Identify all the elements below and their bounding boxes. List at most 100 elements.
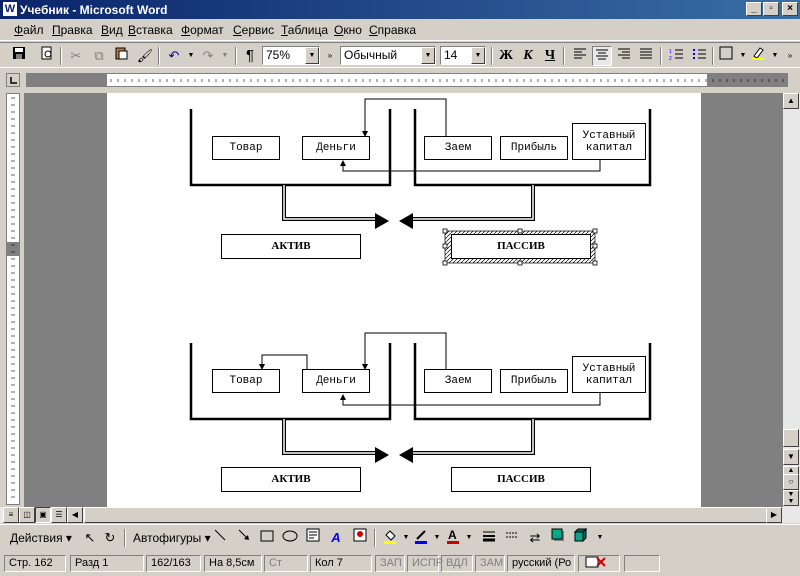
box-money-2[interactable]: Деньги xyxy=(302,369,370,393)
title-bar[interactable]: W Учебник - Microsoft Word _ ▫ × xyxy=(0,0,800,19)
box-loan-2[interactable]: Заем xyxy=(424,369,492,393)
arrow-style-icon[interactable]: ⇄ xyxy=(529,530,541,545)
normal-view-icon[interactable]: ≡ xyxy=(3,507,19,523)
justify-icon[interactable] xyxy=(636,46,656,66)
pilcrow-icon[interactable]: ¶ xyxy=(245,47,255,64)
assets-label[interactable]: АКТИВ xyxy=(221,234,361,259)
wordart-icon[interactable]: A xyxy=(331,530,341,545)
status-record[interactable]: ЗАП xyxy=(375,555,405,572)
close-button[interactable]: × xyxy=(782,2,798,16)
redo-icon[interactable]: ↷ xyxy=(202,48,214,63)
next-page-icon[interactable]: ▼▼ xyxy=(783,490,799,506)
scroll-down-icon[interactable]: ▼ xyxy=(783,449,799,465)
scroll-left-icon[interactable]: ◀ xyxy=(67,507,83,523)
liabilities-label-2[interactable]: ПАССИВ xyxy=(451,467,591,492)
underline-button[interactable]: Ч xyxy=(544,48,556,63)
line-color-icon[interactable] xyxy=(411,528,431,548)
italic-button[interactable]: К xyxy=(523,48,533,63)
horizontal-scrollbar[interactable]: ≡ ◫ ▣ ☰ ◀ ▶ xyxy=(0,507,800,523)
highlight-icon[interactable] xyxy=(748,46,768,66)
borders-icon[interactable] xyxy=(716,46,736,66)
undo-icon[interactable]: ↶ xyxy=(168,48,180,63)
outline-view-icon[interactable]: ☰ xyxy=(51,507,67,523)
box-authorized-capital-2[interactable]: Уставный капитал xyxy=(572,356,646,393)
box-loan[interactable]: Заем xyxy=(424,136,492,160)
tab-selector-icon[interactable] xyxy=(6,73,20,87)
web-layout-icon[interactable]: ◫ xyxy=(19,507,35,523)
toolbar-more-icon[interactable]: » xyxy=(787,51,793,60)
menu-window[interactable]: Окно xyxy=(334,23,362,37)
align-right-icon[interactable] xyxy=(614,46,634,66)
scroll-thumb[interactable] xyxy=(783,429,799,447)
copy-icon[interactable]: ⧉ xyxy=(94,48,104,63)
horizontal-scroll-thumb[interactable] xyxy=(84,507,774,523)
save-icon[interactable] xyxy=(9,46,29,66)
print-layout-icon[interactable]: ▣ xyxy=(35,507,51,523)
vertical-ruler[interactable] xyxy=(6,93,20,505)
chevron-down-icon[interactable]: ▼ xyxy=(421,47,435,64)
cut-icon[interactable]: ✂ xyxy=(70,48,82,63)
line-style-icon[interactable] xyxy=(479,528,499,548)
undo-dropdown-icon[interactable]: ▼ xyxy=(187,52,195,59)
insert-clipart-icon[interactable] xyxy=(350,528,370,548)
align-left-icon[interactable] xyxy=(570,46,590,66)
scroll-up-icon[interactable]: ▲ xyxy=(783,93,799,109)
align-center-icon[interactable] xyxy=(592,46,612,66)
dash-style-icon[interactable] xyxy=(502,528,522,548)
toolbar-options-icon[interactable]: » xyxy=(327,51,333,60)
autoshapes-menu[interactable]: Автофигуры ▾ xyxy=(133,531,211,545)
highlight-dropdown-icon[interactable]: ▼ xyxy=(771,52,779,59)
font-size-select[interactable]: 14 ▼ xyxy=(440,46,486,65)
text-box-icon[interactable] xyxy=(303,528,323,548)
minimize-button[interactable]: _ xyxy=(746,2,762,16)
menu-file[interactable]: Файл xyxy=(14,23,44,37)
status-language[interactable]: русский (Ро xyxy=(507,555,575,572)
fill-color-icon[interactable] xyxy=(380,528,400,548)
font-color-dropdown-icon[interactable]: ▼ xyxy=(465,534,473,541)
print-preview-icon[interactable] xyxy=(37,46,57,66)
box-goods[interactable]: Товар xyxy=(212,136,280,160)
assets-label-2[interactable]: АКТИВ xyxy=(221,467,361,492)
menu-insert[interactable]: Вставка xyxy=(128,23,173,37)
spelling-status-icon[interactable] xyxy=(578,555,620,572)
3d-icon[interactable] xyxy=(571,527,591,548)
chevron-down-icon[interactable]: ▼ xyxy=(471,47,485,64)
word-app-icon[interactable]: W xyxy=(3,2,17,16)
arrow-icon[interactable] xyxy=(234,528,254,548)
redo-dropdown-icon[interactable]: ▼ xyxy=(221,52,229,59)
style-select[interactable]: Обычный ▼ xyxy=(340,46,436,65)
box-money[interactable]: Деньги xyxy=(302,136,370,160)
select-browse-object-icon[interactable]: ○ xyxy=(783,474,799,490)
shadow-icon[interactable] xyxy=(548,528,568,548)
select-objects-icon[interactable]: ↖ xyxy=(84,530,96,545)
liabilities-label-selected[interactable]: ПАССИВ xyxy=(451,234,591,259)
font-color-icon[interactable]: A xyxy=(443,528,463,548)
zoom-select[interactable]: 75% ▼ xyxy=(262,46,320,65)
status-track-changes[interactable]: ИСПР xyxy=(407,555,443,572)
oval-icon[interactable] xyxy=(280,528,300,548)
menu-tools[interactable]: Сервис xyxy=(233,23,275,37)
status-extend[interactable]: ВДЛ xyxy=(441,555,473,572)
menu-view[interactable]: Вид xyxy=(101,23,123,37)
status-overtype[interactable]: ЗАМ xyxy=(475,555,505,572)
borders-dropdown-icon[interactable]: ▼ xyxy=(739,52,747,59)
restore-button[interactable]: ▫ xyxy=(763,2,779,16)
chevron-down-icon[interactable]: ▼ xyxy=(305,47,319,64)
bullets-icon[interactable] xyxy=(689,46,709,66)
box-authorized-capital[interactable]: Уставный капитал xyxy=(572,123,646,160)
bold-button[interactable]: Ж xyxy=(499,48,513,63)
box-profit-2[interactable]: Прибыль xyxy=(500,369,568,393)
free-rotate-icon[interactable]: ↻ xyxy=(104,530,116,545)
horizontal-ruler[interactable] xyxy=(26,73,788,87)
box-profit[interactable]: Прибыль xyxy=(500,136,568,160)
menu-edit[interactable]: Правка xyxy=(52,23,93,37)
format-painter-icon[interactable]: 🖌 xyxy=(136,48,154,63)
menu-help[interactable]: Справка xyxy=(369,23,417,37)
fill-color-dropdown-icon[interactable]: ▼ xyxy=(402,534,410,541)
menu-table[interactable]: Таблица xyxy=(281,23,329,37)
paste-icon[interactable] xyxy=(111,46,131,66)
vertical-scrollbar[interactable]: ▲ ▼ ▲▲ ○ ▼▼ xyxy=(783,93,800,507)
rectangle-icon[interactable] xyxy=(257,528,277,548)
actions-menu[interactable]: Действия ▾ xyxy=(10,531,72,545)
menu-format[interactable]: Формат xyxy=(181,23,224,37)
